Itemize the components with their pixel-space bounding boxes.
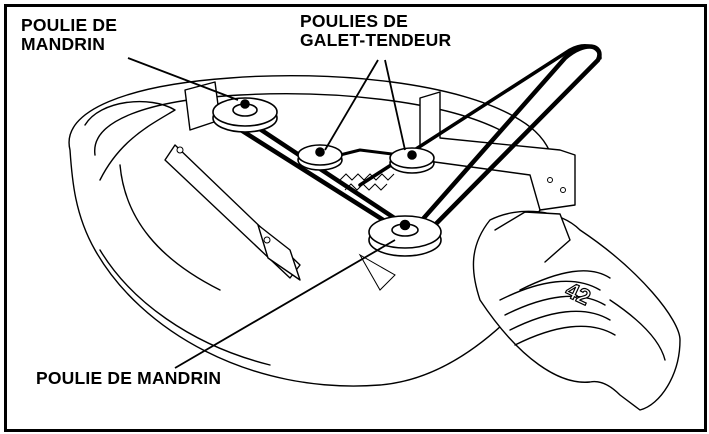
spindle-pulley-top bbox=[212, 97, 278, 133]
idler-pulley-right bbox=[389, 147, 435, 174]
idler-pulley-left bbox=[297, 144, 343, 171]
leader-line-idler-right bbox=[384, 59, 406, 151]
label-spindle-pulley-bottom: POULIE DE MANDRIN bbox=[36, 368, 222, 388]
label-spindle-pulley-top: POULIE DE MANDRIN bbox=[21, 15, 118, 54]
spindle-pulley-bottom bbox=[368, 215, 442, 257]
leader-line-top-left bbox=[127, 57, 239, 101]
leader-line-bottom bbox=[174, 239, 396, 369]
leader-line-idler-left bbox=[324, 59, 379, 151]
right-hanger-bracket bbox=[419, 91, 576, 211]
label-idler-pulleys: POULIES DE GALET-TENDEUR bbox=[300, 11, 452, 50]
